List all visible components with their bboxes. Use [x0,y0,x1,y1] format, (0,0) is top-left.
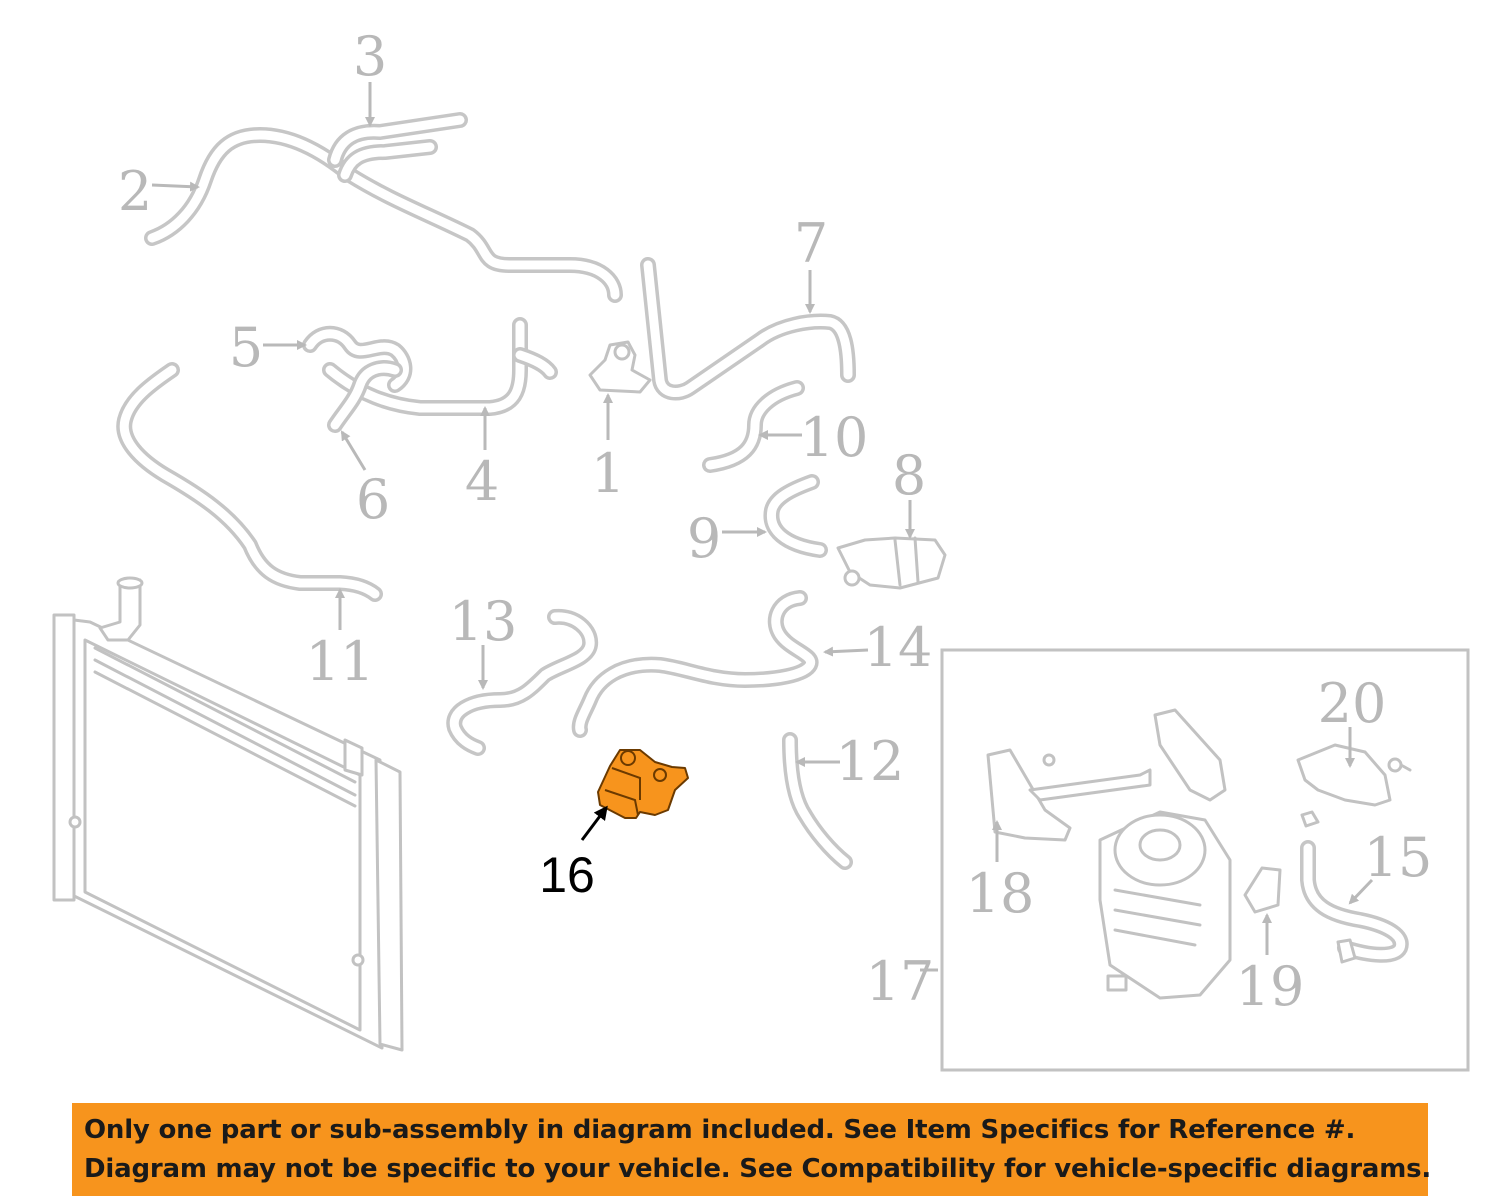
callout-4: 4 [465,450,499,513]
hose-3 [327,112,468,183]
callout-5: 5 [229,316,263,379]
callout-11: 11 [306,630,375,693]
callout-13: 13 [449,590,518,653]
hose-11 [116,362,383,602]
callout-labels: 1 2 3 4 5 6 7 8 9 10 11 12 13 14 15 16 1… [118,25,1433,1018]
disclaimer-line-1: Only one part or sub-assembly in diagram… [84,1115,1356,1145]
callout-2: 2 [118,160,152,223]
disclaimer-banner: Only one part or sub-assembly in diagram… [72,1103,1432,1196]
callout-1: 1 [591,442,625,505]
part-8-valve [836,536,947,590]
callout-17: 17 [866,950,935,1013]
callout-arrows [151,82,1374,972]
callout-20: 20 [1318,672,1387,735]
radiator [52,576,404,1052]
callout-3: 3 [353,25,387,88]
callout-16: 16 [539,847,595,903]
part-16-highlighted [597,749,689,819]
callout-19: 19 [1236,955,1305,1018]
part-1-valve [588,340,652,394]
callout-8: 8 [892,444,926,507]
hose-14 [571,590,819,738]
hose-6 [327,360,403,433]
disclaimer-line-2: Diagram may not be specific to your vehi… [84,1154,1432,1184]
hose-12 [782,732,853,870]
callout-18: 18 [966,862,1035,925]
subassembly-17-box [940,648,1470,1072]
callout-14: 14 [864,616,933,679]
hose-13 [446,608,599,756]
arrow-16 [580,805,608,841]
callout-12: 12 [836,730,905,793]
hose-10 [702,380,805,473]
hose-7 [640,257,856,401]
hose-5 [302,325,413,393]
callout-7: 7 [794,212,828,275]
callout-15: 15 [1364,826,1433,889]
callout-6: 6 [356,468,390,531]
hose-9 [763,474,828,558]
callout-9: 9 [687,507,721,570]
callout-10: 10 [800,406,869,469]
